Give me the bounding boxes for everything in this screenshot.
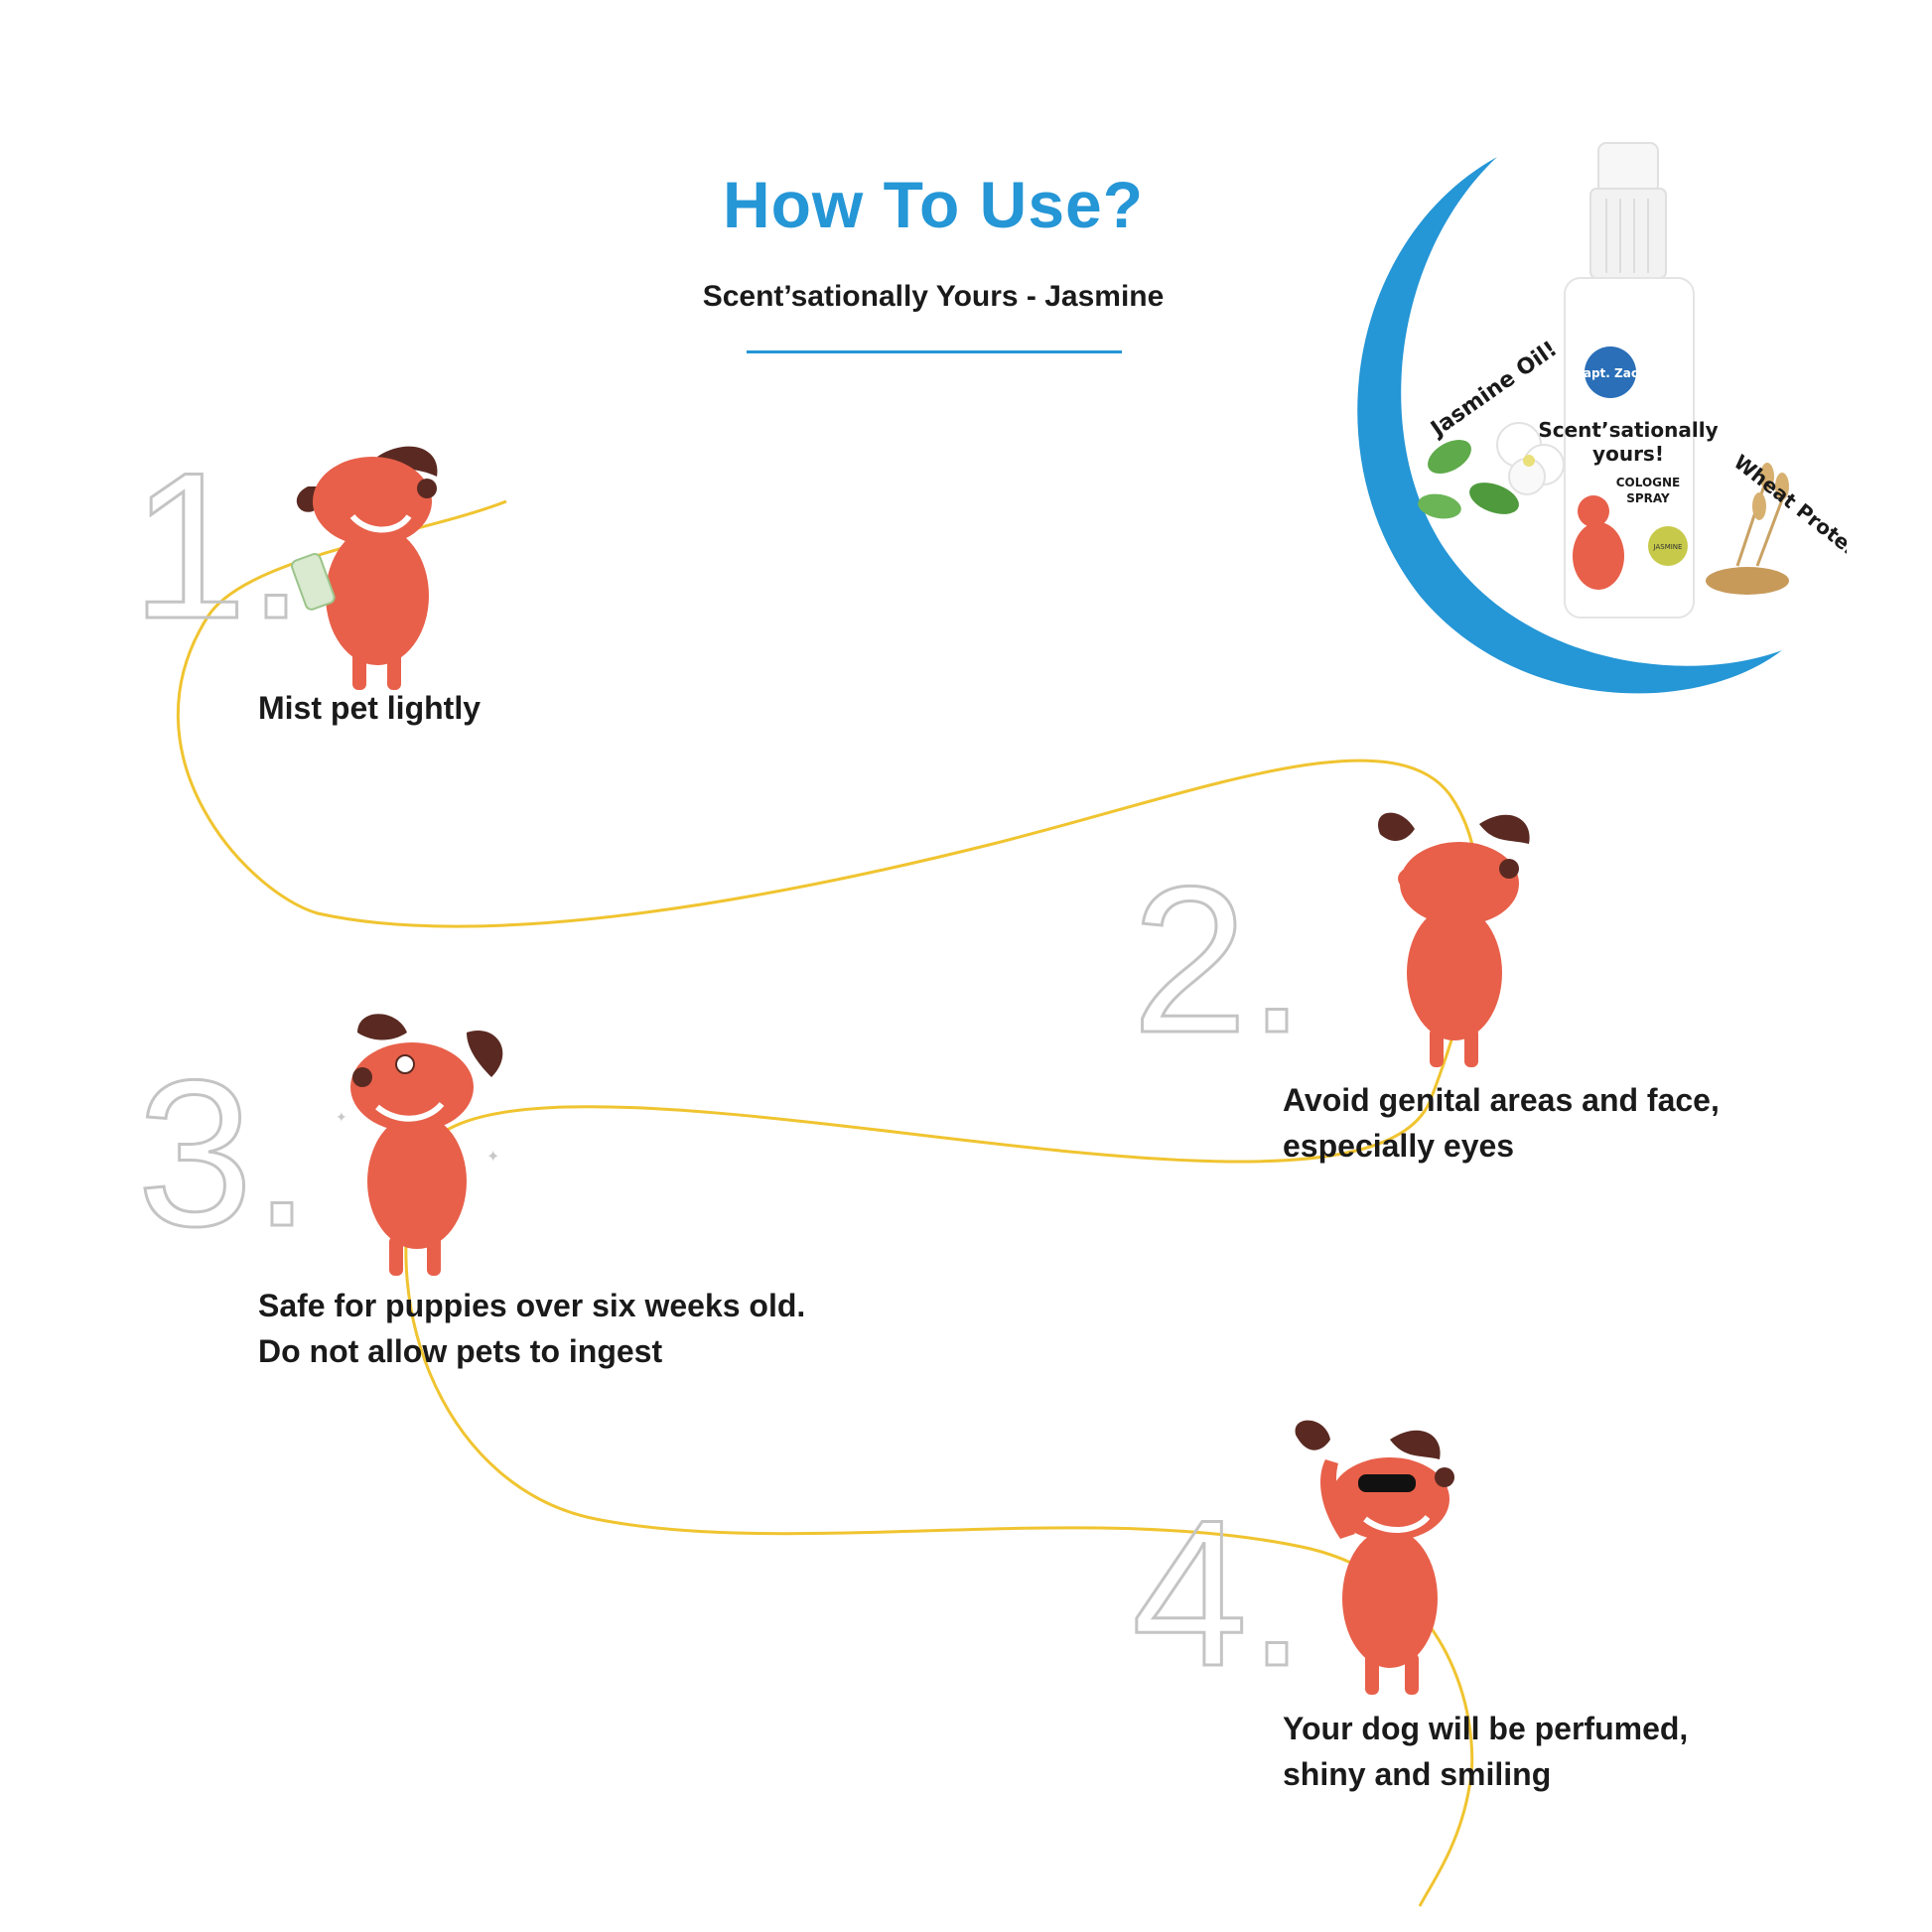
page-subtitle: Scent’sationally Yours - Jasmine — [702, 280, 1165, 313]
product-name-line1: Scent’sationally — [1538, 418, 1718, 442]
dog-sunglasses-icon — [1295, 1420, 1454, 1695]
step-4-text: Your dog will be perfumed, shiny and smi… — [1283, 1706, 1688, 1797]
step-number-3: 3. — [135, 1036, 312, 1270]
svg-text:✦: ✦ — [336, 1110, 347, 1126]
dog-covering-eyes-icon — [1378, 812, 1530, 1067]
step-number-4: 4. — [1130, 1476, 1307, 1710]
spray-bottle-icon: Capt. Zack Scent’sationally yours! COLOG… — [1538, 142, 1719, 619]
page-title: How To Use? — [722, 168, 1145, 241]
step-3-text: Safe for puppies over six weeks old. Do … — [258, 1283, 805, 1374]
step-4-line-1: Your dog will be perfumed, — [1283, 1711, 1689, 1746]
step-2-line-1: Avoid genital areas and face, — [1283, 1082, 1720, 1118]
step-2-text: Avoid genital areas and face, especially… — [1283, 1077, 1720, 1169]
svg-text:✦: ✦ — [486, 1147, 499, 1166]
title-divider — [747, 350, 1122, 353]
product-type-line2: SPRAY — [1626, 491, 1670, 505]
step-3-line-1: Safe for puppies over six weeks old. — [258, 1288, 806, 1323]
step-number-1: 1. — [129, 429, 306, 662]
step-3-line-2: Do not allow pets to ingest — [258, 1333, 663, 1369]
dog-spraying-icon — [291, 446, 438, 690]
product-type-line1: COLOGNE — [1616, 476, 1681, 489]
step-2-line-2: especially eyes — [1283, 1128, 1515, 1164]
dog-happy-icon: ✦ ✦ — [336, 1014, 503, 1276]
product-brand: Capt. Zack — [1575, 366, 1647, 380]
callout-wheat-protein: Wheat Protein! — [1729, 450, 1847, 573]
step-4-line-2: shiny and smiling — [1283, 1756, 1552, 1792]
wheat-icon — [1706, 463, 1789, 595]
product-name-line2: yours! — [1592, 442, 1664, 466]
product-showcase: Capt. Zack Scent’sationally yours! COLOG… — [1357, 142, 1847, 694]
step-number-2: 2. — [1130, 843, 1307, 1076]
step-1-line-1: Mist pet lightly — [258, 690, 481, 726]
jasmine-flower-icon — [1418, 422, 1565, 519]
step-1-text: Mist pet lightly — [258, 685, 481, 731]
product-badge: JASMINE — [1653, 543, 1683, 551]
yellow-path-line — [176, 499, 1480, 1907]
